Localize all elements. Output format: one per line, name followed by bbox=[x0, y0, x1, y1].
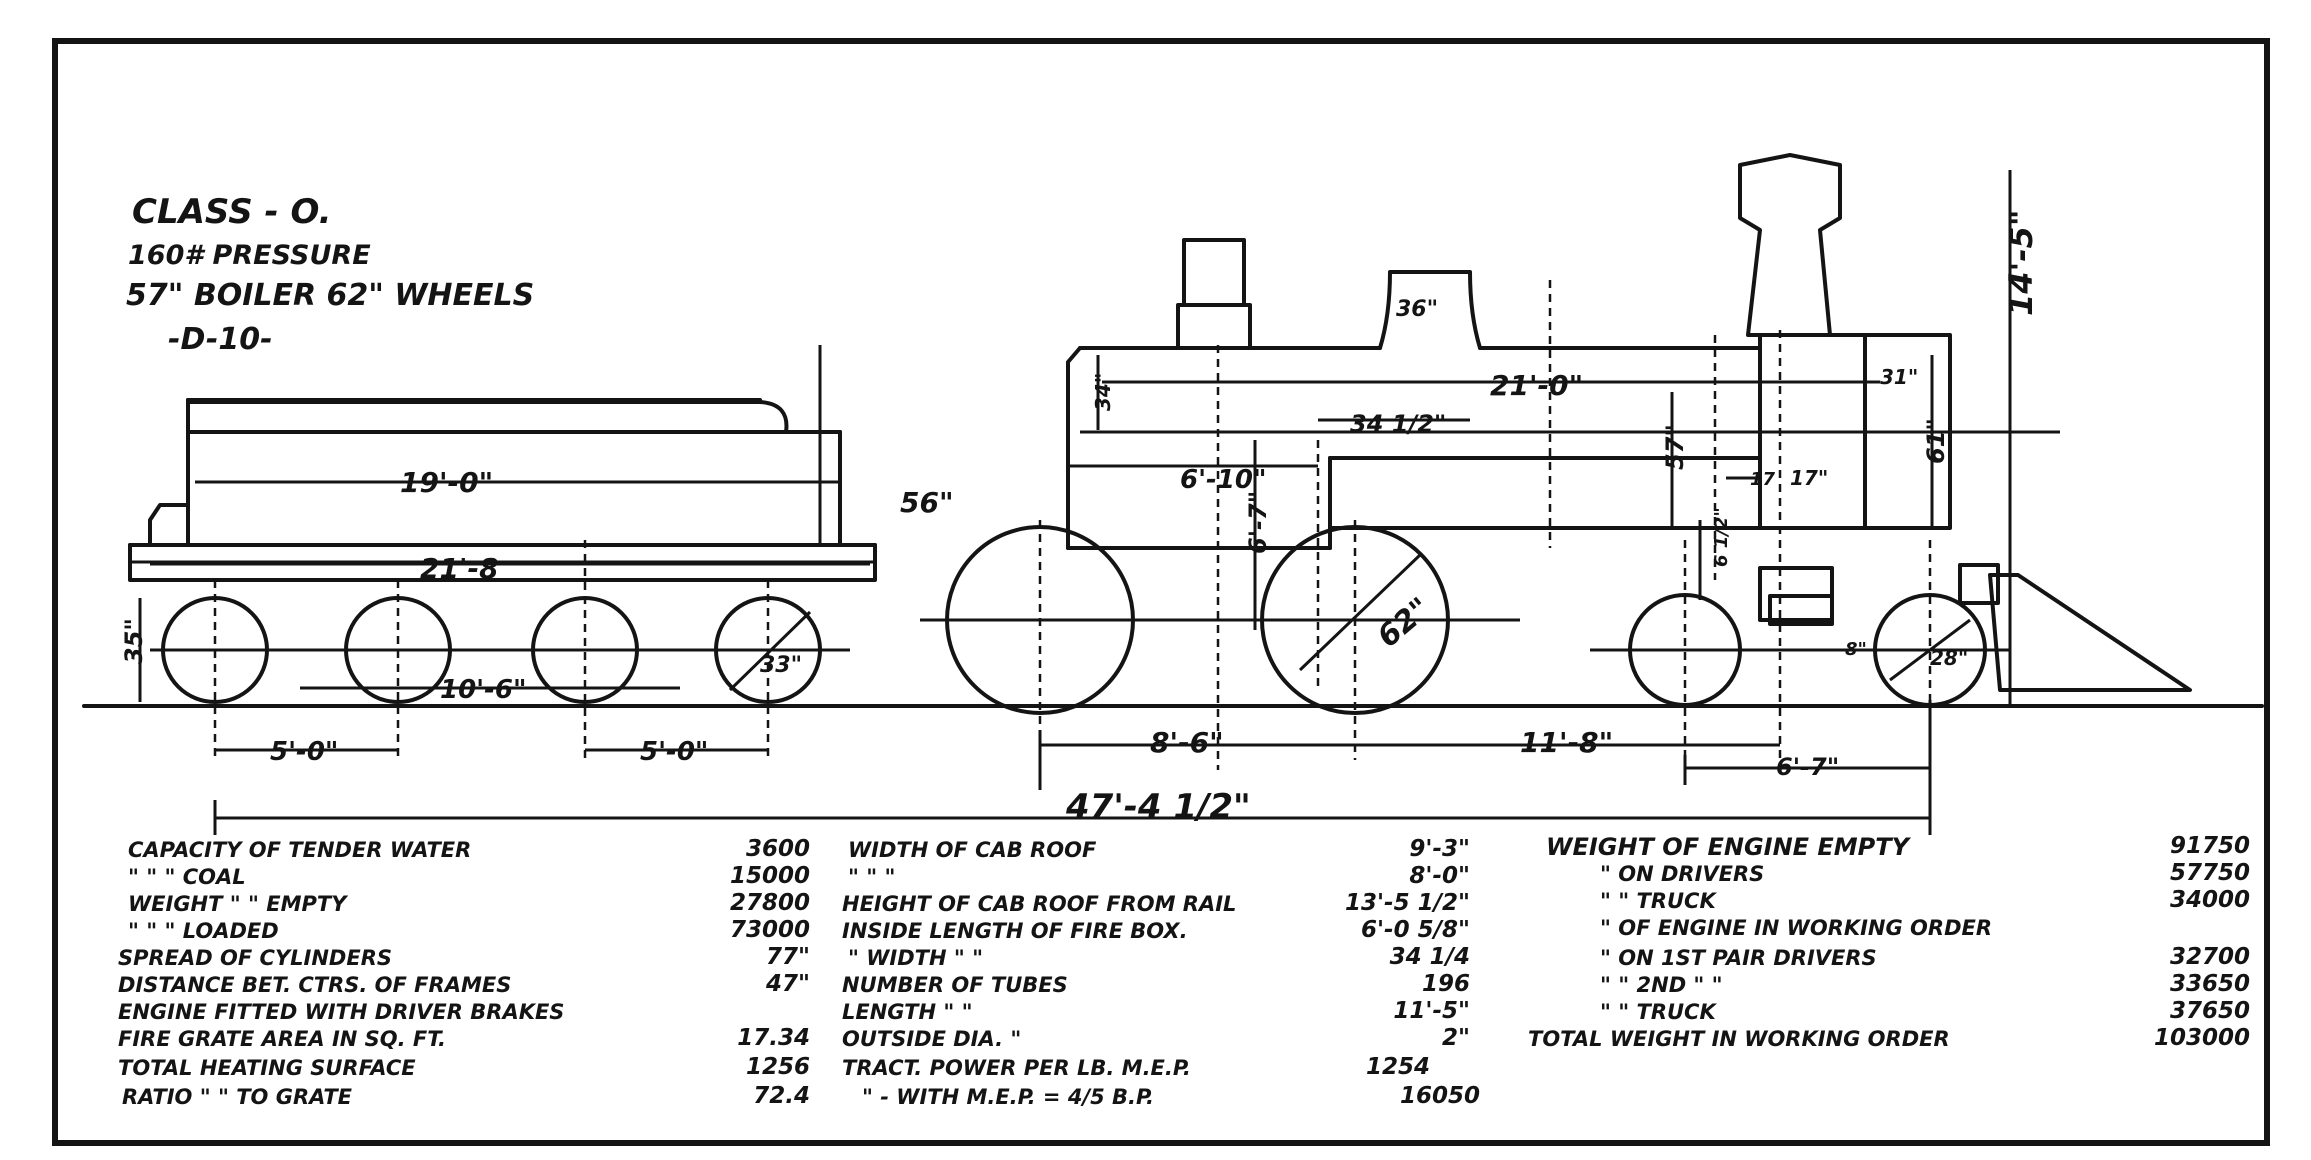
dim-dome: 36" bbox=[1396, 297, 1438, 322]
spec-label: WEIGHT OF ENGINE EMPTY bbox=[1546, 833, 1910, 861]
spec-value: 34 1/4 bbox=[1389, 944, 1470, 970]
spec-label: " " " COAL bbox=[128, 865, 246, 889]
spec-label: INSIDE LENGTH OF FIRE BOX. bbox=[842, 919, 1188, 943]
spec-label: WIDTH OF CAB ROOF bbox=[848, 838, 1097, 862]
spec-value: 32700 bbox=[2169, 944, 2250, 970]
dim-gap: 56" bbox=[900, 486, 954, 519]
spec-value: 47" bbox=[766, 971, 810, 997]
dim-boiler-dia: 57" bbox=[1661, 424, 1689, 470]
dim-tender-wheel-height: 35" bbox=[120, 618, 148, 664]
whistle-box bbox=[1182, 238, 1246, 307]
class-label: CLASS - O. bbox=[132, 192, 332, 232]
spec-label: " " " bbox=[848, 865, 896, 889]
spec-label: " ON 1ST PAIR DRIVERS bbox=[1600, 946, 1877, 970]
dim-truck-base: 6'-7" bbox=[1776, 753, 1839, 781]
cab-outline bbox=[1066, 346, 1180, 550]
dim-driver-dia: 62" bbox=[1371, 591, 1437, 655]
spec-label: SPREAD OF CYLINDERS bbox=[118, 946, 392, 970]
spec-value: 91750 bbox=[2169, 833, 2250, 859]
spec-value: 34000 bbox=[2169, 887, 2250, 913]
spec-value: 72.4 bbox=[753, 1083, 810, 1109]
spec-label: WEIGHT " " EMPTY bbox=[128, 892, 347, 916]
tender bbox=[128, 345, 877, 760]
spec-label: HEIGHT OF CAB ROOF FROM RAIL bbox=[842, 892, 1237, 916]
spec-label: DISTANCE BET. CTRS. OF FRAMES bbox=[118, 973, 512, 997]
boiler-wheels-label: 57" BOILER 62" WHEELS bbox=[126, 278, 535, 313]
spec-value: 103000 bbox=[2153, 1025, 2250, 1051]
spec-label: " " TRUCK bbox=[1600, 889, 1716, 913]
dim-tender-wheel-dia: 33" bbox=[760, 653, 802, 678]
spec-value: 33650 bbox=[2169, 971, 2250, 997]
dim-boiler-seg: 34 1/2" bbox=[1350, 410, 1446, 438]
spec-value: 13'-5 1/2" bbox=[1345, 890, 1470, 916]
dim-tender-spacing: 10'-6" bbox=[440, 675, 527, 705]
pilot-cowcatcher bbox=[1988, 573, 2192, 692]
spec-label: " " " LOADED bbox=[128, 919, 279, 943]
dim-tender-frame: 21'-8 bbox=[420, 552, 499, 585]
tender-top-curve bbox=[186, 398, 789, 434]
dim-firebox: 6'-10" bbox=[1180, 465, 1267, 495]
drawing-code: -D-10- bbox=[168, 322, 273, 357]
border-frame bbox=[52, 38, 2270, 1146]
spec-label: " WIDTH " " bbox=[848, 946, 984, 970]
buffer-beam bbox=[1958, 563, 2000, 605]
spec-label: OUTSIDE DIA. " bbox=[842, 1027, 1022, 1051]
dim-cyl-dia: 17 bbox=[1750, 469, 1776, 490]
spec-value: 27800 bbox=[729, 890, 810, 916]
spec-label: " - WITH M.E.P. = 4/5 B.P. bbox=[862, 1085, 1154, 1109]
dim-driver-height: 6'-7" bbox=[1244, 491, 1272, 554]
spec-label: RATIO " " TO GRATE bbox=[122, 1085, 353, 1109]
dim-driver-base: 8'-6" bbox=[1150, 726, 1224, 759]
spec-label: " ON DRIVERS bbox=[1600, 862, 1765, 886]
tender-rear-step bbox=[148, 503, 190, 547]
spec-value: 6'-0 5/8" bbox=[1361, 917, 1470, 943]
spec-value: 2" bbox=[1442, 1025, 1470, 1051]
spec-label: CAPACITY OF TENDER WATER bbox=[128, 838, 472, 862]
spec-label: ENGINE FITTED WITH DRIVER BRAKES bbox=[118, 1000, 565, 1024]
dim-small-b: 8" bbox=[1845, 639, 1867, 660]
spec-value: 8'-0" bbox=[1409, 863, 1470, 889]
spec-value: 196 bbox=[1421, 971, 1470, 997]
spec-label: " OF ENGINE IN WORKING ORDER bbox=[1600, 916, 1993, 940]
spec-value: 9'-3" bbox=[1409, 836, 1470, 862]
dim-stack-height: 14'-5" bbox=[2002, 209, 2040, 316]
spec-value: 1254 bbox=[1365, 1054, 1430, 1080]
spec-label: FIRE GRATE AREA IN SQ. FT. bbox=[118, 1027, 446, 1051]
dim-engine-base: 11'-8" bbox=[1520, 726, 1613, 759]
spec-value: 73000 bbox=[729, 917, 810, 943]
spec-label: " " TRUCK bbox=[1600, 1000, 1716, 1024]
dim-tender-length: 19'-0" bbox=[400, 466, 493, 499]
engine bbox=[920, 153, 2192, 770]
dim-tender-base-a: 5'-0" bbox=[270, 737, 338, 767]
spec-label: TOTAL HEATING SURFACE bbox=[118, 1056, 416, 1080]
spec-value: 1256 bbox=[745, 1054, 810, 1080]
dim-boiler-span: 21'-0" bbox=[1490, 369, 1583, 402]
spec-label: LENGTH " " bbox=[842, 1000, 973, 1024]
spec-value: 17.34 bbox=[737, 1025, 810, 1051]
dim-pilot-wheel: 28" bbox=[1930, 646, 1968, 670]
spec-value: 16050 bbox=[1399, 1083, 1480, 1109]
spec-value: 57750 bbox=[2169, 860, 2250, 886]
spec-label: TOTAL WEIGHT IN WORKING ORDER bbox=[1528, 1027, 1950, 1051]
spec-value: 37650 bbox=[2169, 998, 2250, 1024]
dim-overall: 47'-4 1/2" bbox=[1065, 787, 1251, 827]
spec-label: NUMBER OF TUBES bbox=[842, 973, 1068, 997]
dim-small-a: 6 1/2" bbox=[1711, 507, 1732, 567]
steam-dome bbox=[1378, 270, 1482, 350]
spec-value: 77" bbox=[766, 944, 810, 970]
spec-label: TRACT. POWER PER LB. M.E.P. bbox=[842, 1056, 1191, 1080]
spec-label: " " 2ND " " bbox=[1600, 973, 1723, 997]
smoke-stack bbox=[1738, 153, 1842, 337]
spec-value: 11'-5" bbox=[1393, 998, 1470, 1024]
dim-smokebox-dia: 61" bbox=[1922, 418, 1950, 464]
dim-cab-height: 34" bbox=[1091, 373, 1115, 411]
dim-tender-base-b: 5'-0" bbox=[640, 737, 708, 767]
dim-cyl: 17" bbox=[1790, 466, 1828, 490]
spec-value: 3600 bbox=[745, 836, 810, 862]
dim-smokebox-top: 31" bbox=[1880, 365, 1918, 389]
pressure-label: 160# PRESSURE bbox=[128, 240, 371, 271]
spec-value: 15000 bbox=[729, 863, 810, 889]
